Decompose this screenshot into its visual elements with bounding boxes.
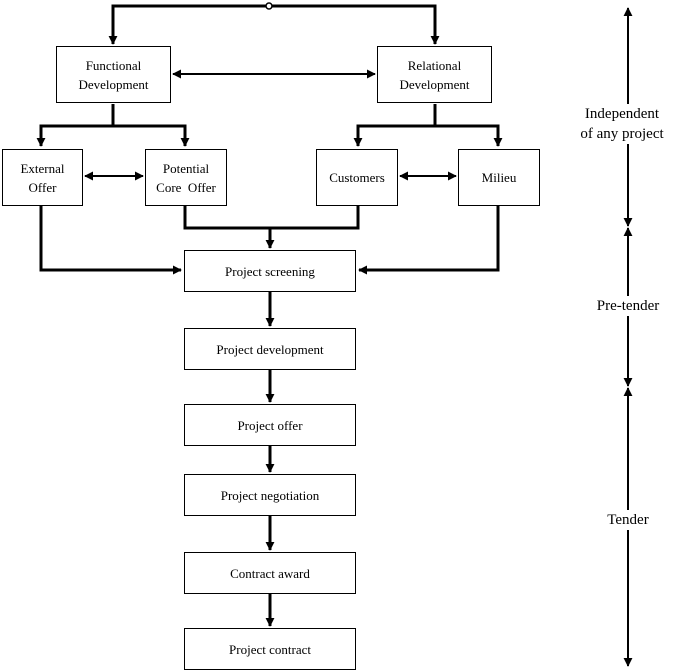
award-label: Contract award (230, 565, 310, 581)
connector-top-loop-right (269, 4, 440, 45)
connector-external-to-screening (39, 206, 182, 275)
potential-line2: Core Offer (156, 179, 216, 195)
connector-functional-to-external (36, 104, 115, 147)
project-offer-box: Project offer (184, 404, 356, 446)
functional-line2: Development (78, 76, 149, 92)
development-label: Project development (216, 341, 324, 357)
project-contract-box: Project contract (184, 628, 356, 670)
external-line1: External (20, 160, 65, 176)
connector-milieu-to-screening (358, 206, 500, 275)
milieu-label: Milieu (481, 170, 517, 185)
project-screening-box: Project screening (184, 250, 356, 292)
negotiation-label: Project negotiation (220, 487, 320, 503)
functional-line1: Functional (85, 57, 142, 73)
connector-relational-to-milieu (433, 104, 503, 147)
customers-box: Customers (316, 149, 398, 206)
offer-label: Project offer (237, 417, 303, 433)
independent-line2: of any project (580, 126, 664, 142)
contract-award-box: Contract award (184, 552, 356, 594)
tender-label: Tender (607, 512, 649, 528)
connector-top-loop-left (108, 4, 269, 45)
relational-line1: Relational (407, 57, 462, 73)
project-development-box: Project development (184, 328, 356, 370)
connector-potential-to-screening (183, 206, 275, 249)
pretender-label: Pre-tender (596, 298, 660, 314)
independent-line1: Independent (584, 106, 660, 122)
connector-customers-to-screening (270, 206, 360, 230)
customers-label: Customers (329, 170, 385, 185)
external-line2: Offer (28, 179, 57, 195)
relational-line2: Development (399, 76, 470, 92)
contract-label: Project contract (229, 641, 311, 657)
screening-label: Project screening (225, 263, 315, 279)
potential-line1: Potential (162, 160, 210, 176)
milieu-box: Milieu (458, 149, 540, 206)
loop-junction-dot (265, 2, 273, 10)
phase-label-tender: Tender (593, 510, 663, 530)
phase-label-pretender: Pre-tender (578, 296, 678, 316)
connector-functional-to-potential (111, 104, 190, 147)
project-negotiation-box: Project negotiation (184, 474, 356, 516)
phase-label-independent: Independent of any project (566, 104, 678, 144)
connector-relational-to-customers (353, 104, 437, 147)
